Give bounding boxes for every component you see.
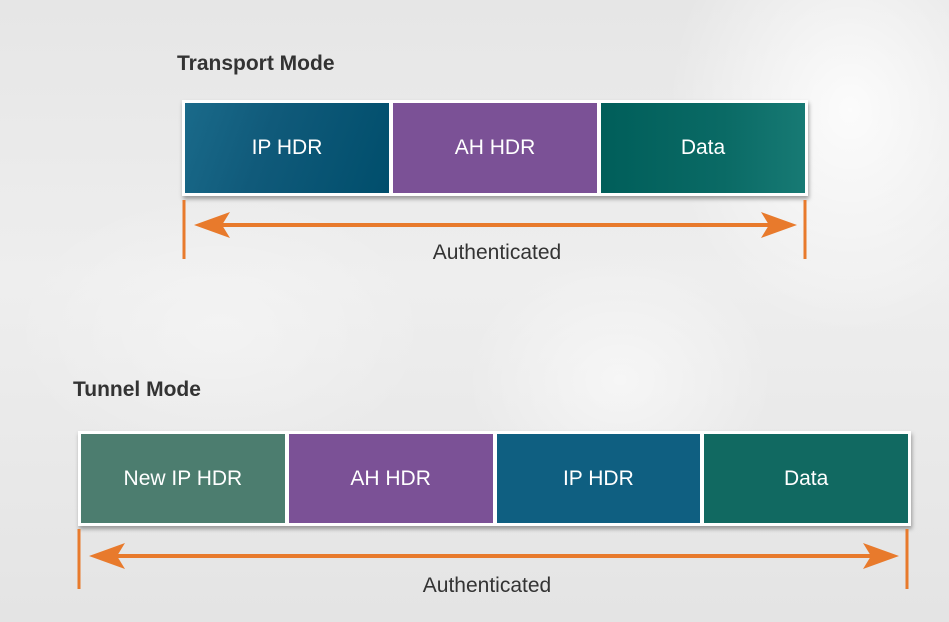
ip-hdr-segment: IP HDR bbox=[185, 103, 389, 193]
arrow-head-left bbox=[194, 212, 230, 238]
arrow-head-right bbox=[761, 212, 797, 238]
tunnel-mode-packet: New IP HDR AH HDR IP HDR Data bbox=[78, 431, 911, 526]
transport-mode-packet: IP HDR AH HDR Data bbox=[182, 100, 808, 196]
data-segment: Data bbox=[704, 434, 908, 523]
arrow-head-left bbox=[89, 543, 125, 569]
arrow-head-right bbox=[863, 543, 899, 569]
ah-hdr-segment: AH HDR bbox=[288, 434, 493, 523]
new-ip-hdr-segment: New IP HDR bbox=[81, 434, 285, 523]
ah-hdr-segment: AH HDR bbox=[393, 103, 597, 193]
transport-mode-title: Transport Mode bbox=[177, 52, 335, 75]
data-segment: Data bbox=[601, 103, 805, 193]
transport-authenticated-label: Authenticated bbox=[432, 241, 562, 264]
tunnel-authenticated-label: Authenticated bbox=[422, 574, 552, 597]
ip-hdr-segment: IP HDR bbox=[496, 434, 701, 523]
tunnel-mode-title: Tunnel Mode bbox=[73, 378, 201, 401]
